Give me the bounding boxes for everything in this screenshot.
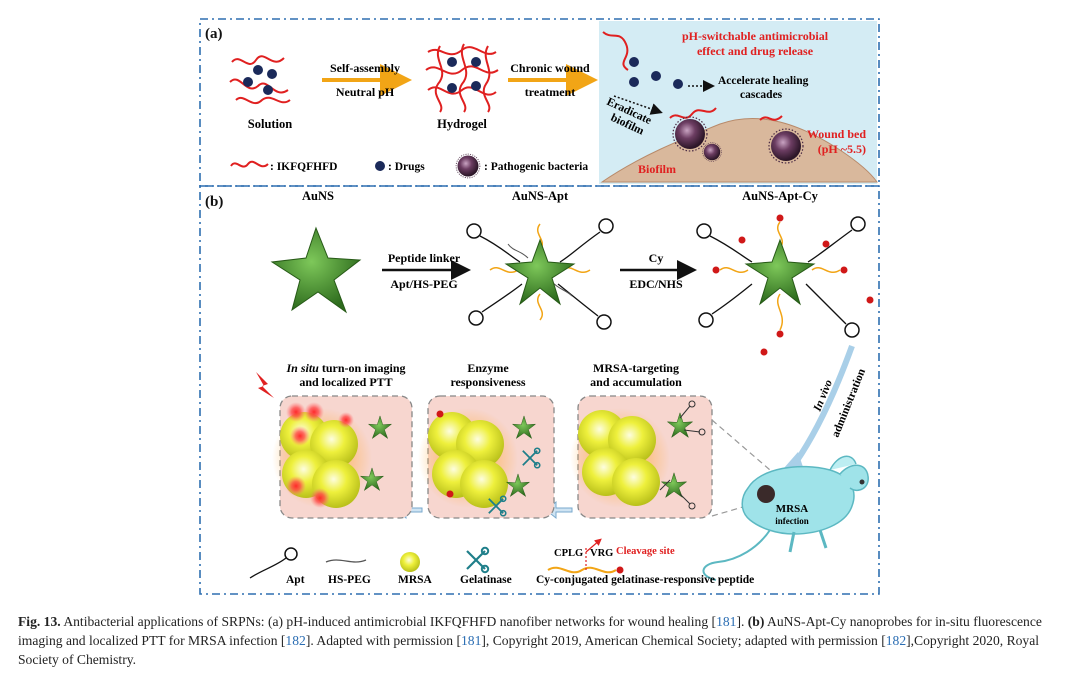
legend-mrsa-icon [400,552,420,572]
mrsa-infection-label-1: MRSA [776,503,808,515]
accelerate-label-1: Accelerate healing [718,75,809,87]
auns-apt-label: AuNS-Apt [512,189,569,203]
drug-dot [629,77,639,87]
targeting-box [570,395,713,519]
in-vivo-arrow [793,344,855,464]
figure-caption: Fig. 13. Antibacterial applications of S… [18,612,1058,669]
legend-hspeg-icon [325,559,367,563]
auns-label: AuNS [302,189,334,203]
in-vivo-label-2: administration [830,367,869,440]
caption-ref-link[interactable]: 181 [716,614,737,629]
legend-peptide-b-label: Cy-conjugated gelatinase-responsive pept… [536,574,754,586]
wound-ph-label: (pH ~5.5) [818,142,866,156]
panel-b-label: (b) [205,194,223,210]
hydrogel-label: Hydrogel [437,117,487,131]
enzyme-box [418,395,555,519]
legend-drugs-label: : Drugs [388,161,425,173]
cy-label: Cy [649,251,664,265]
auns-apt-cy-label: AuNS-Apt-Cy [742,189,818,203]
ph-switch-label-2: effect and drug release [697,44,814,58]
in-vivo-arrowhead [784,452,804,470]
chronic-wound-label: Chronic wound [510,61,590,75]
legend-mrsa-label: MRSA [398,574,433,586]
accelerate-label-2: cascades [740,89,783,101]
ph-switch-label-1: pH-switchable antimicrobial [682,29,829,43]
peptide-strand [669,107,717,119]
legend-apt-icon [249,547,298,579]
legend-bacteria-icon [455,153,481,179]
auns-apt-cy-nanoprobe [696,214,874,356]
mouse-illustration [702,455,869,581]
cleavage-site-label: Cleavage site [616,546,675,557]
wound-bed-label: Wound bed [807,127,866,141]
peptide-strand [759,115,783,121]
bacteria [768,128,804,164]
gold-nanostar [270,226,362,314]
drug-dot [673,79,683,89]
legend-peptide-icon [547,538,624,574]
solution-illustration [229,55,291,105]
figure: (a) Solution Self-assembly Neutral pH Hy… [199,18,880,595]
apt-hs-peg-label: Apt/HS-PEG [390,277,457,291]
legend-peptide-icon [230,160,269,168]
insitu-title-2: and localized PTT [299,375,392,389]
enzyme-title-2: responsiveness [450,375,525,389]
zoom-line [711,419,771,471]
caption-panel-b: (b) [747,614,765,629]
eradicate-arrow [613,95,663,115]
mrsa-target-title-1: MRSA-targeting [593,361,679,375]
biofilm-label: Biofilm [638,162,676,176]
solution-label: Solution [248,117,293,131]
bacteria [702,142,722,162]
legend-hspeg-label: HS-PEG [328,574,371,586]
self-assembly-label: Self-assembly [330,61,400,75]
caption-text: ]. [736,614,748,629]
bacteria [672,116,708,152]
legend-gelatinase-label: Gelatinase [460,574,512,586]
neutral-ph-label: Neutral pH [336,85,395,99]
insitu-title-1: In situ turn-on imaging [285,361,405,375]
caption-text: Antibacterial applications of SRPNs: (a)… [60,614,717,629]
caption-text: AuNS-Apt-Cy nanoprobes for in-situ fluor… [18,614,1042,648]
caption-ref-link[interactable]: 182 [285,633,306,648]
caption-ref-link[interactable]: 181 [461,633,482,648]
enzyme-title-1: Enzyme [467,361,509,375]
legend-drug-icon [375,161,385,171]
caption-text: ],Copyright 2020, Royal Society of Chemi… [18,633,1040,667]
edc-nhs-label: EDC/NHS [629,277,683,291]
peptide-strand [602,31,629,71]
legend-bacteria-label: : Pathogenic bacteria [484,161,588,173]
caption-text: ]. Adapted with permission [ [305,633,461,648]
insitu-box [272,395,413,519]
mrsa-infection-label-2: infection [775,516,809,526]
drug-dot [629,57,639,67]
vrg-label: VRG [590,548,613,559]
drug-dot [651,71,661,81]
treatment-label: treatment [525,85,575,99]
panel-b-frame [199,185,880,595]
caption-text: ], Copyright 2019, American Chemical Soc… [481,633,886,648]
legend-apt-label: Apt [286,574,305,586]
panel-a-frame [199,18,880,187]
caption-ref-link[interactable]: 182 [885,633,907,648]
panel-a-label: (a) [205,26,223,42]
lightning-icon [256,372,274,398]
legend-gelatinase-icon [465,546,490,574]
cplg-label: CPLG [554,548,583,559]
peptide-linker-label: Peptide linker [388,251,461,265]
hydrogel-illustration [425,43,499,113]
mrsa-target-title-2: and accumulation [590,375,682,389]
caption-fig-number: Fig. 13. [18,614,61,629]
legend-peptide-label: : IKFQFHFD [270,161,337,173]
auns-apt-nanoprobe [466,218,614,330]
wound-bed-shape [600,118,878,183]
